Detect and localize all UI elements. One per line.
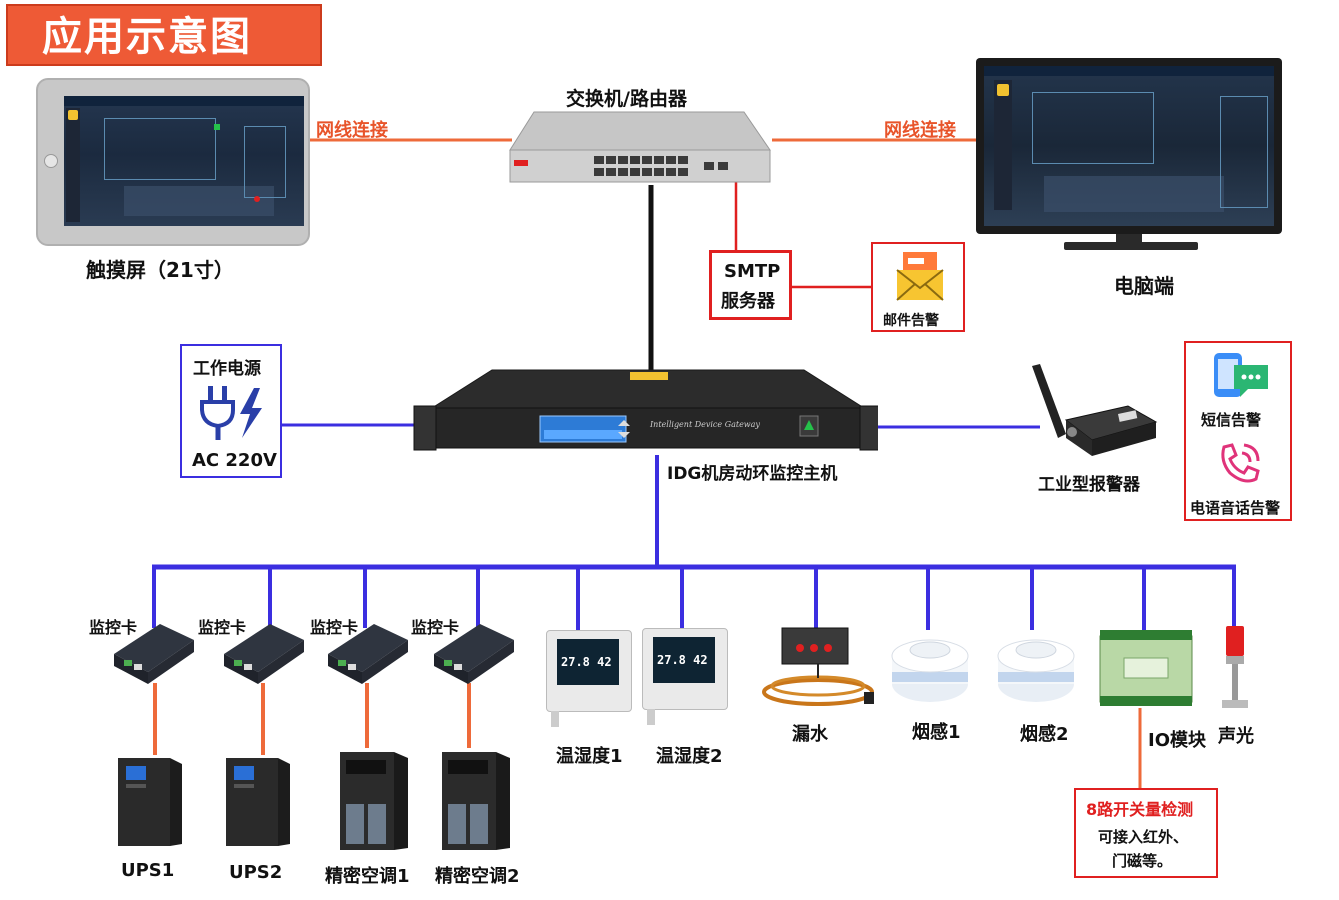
host-label: IDG机房动环监控主机 <box>667 464 838 484</box>
th1-screen: 27.8 42 <box>557 639 619 685</box>
sms-icon <box>1214 353 1268 397</box>
page-title: 应用示意图 <box>6 4 322 66</box>
th1-reading: 27.8 42 <box>561 655 612 669</box>
io-note-line1: 可接入红外、 <box>1098 828 1189 846</box>
monitor-card-4 <box>434 624 514 684</box>
tablet-label: 触摸屏（21寸） <box>86 258 234 282</box>
pc-monitor <box>976 58 1282 234</box>
leak-label: 漏水 <box>792 724 828 745</box>
water-leak-sensor <box>762 627 874 706</box>
power-source-box: 工作电源 AC 220V <box>180 344 282 478</box>
io-note-line2: 门磁等。 <box>1112 852 1173 870</box>
precision-ac-2 <box>442 752 510 850</box>
power-voltage: AC 220V <box>192 450 277 471</box>
smoke-sensor-2 <box>997 639 1075 702</box>
smtp-line2: 服务器 <box>721 291 775 312</box>
mail-alert-box: 邮件告警 <box>871 242 965 332</box>
smtp-server-box: SMTP 服务器 <box>709 250 792 320</box>
th1-label: 温湿度1 <box>556 746 623 767</box>
sound-light-alarm <box>1222 626 1248 708</box>
temp-humidity-sensor-2: 27.8 42 <box>642 628 728 725</box>
right-link-label: 网线连接 <box>884 120 956 141</box>
left-link-label: 网线连接 <box>316 120 388 141</box>
card1-label: 监控卡 <box>89 618 138 637</box>
voice-call-icon <box>1221 443 1260 483</box>
smoke-sensor-1 <box>891 639 969 702</box>
pc-stand <box>1116 234 1142 244</box>
io-note-box: 8路开关量检测 可接入红外、 门磁等。 <box>1074 788 1218 878</box>
th2-screen: 27.8 42 <box>653 637 715 683</box>
voice-label: 电语音话告警 <box>1190 499 1281 517</box>
light-label: 声光 <box>1218 726 1254 747</box>
pc-label: 电脑端 <box>1114 274 1174 298</box>
io-module <box>1099 630 1193 706</box>
industrial-alarm-device <box>1032 364 1158 456</box>
monitor-card-1 <box>114 624 194 684</box>
alarm-label: 工业型报警器 <box>1038 475 1140 495</box>
card3-label: 监控卡 <box>310 618 359 637</box>
card2-label: 监控卡 <box>198 618 247 637</box>
ac2-label: 精密空调2 <box>435 866 520 887</box>
ups-2 <box>226 758 290 846</box>
smtp-line1: SMTP <box>724 261 781 282</box>
temp-humidity-sensor-1: 27.8 42 <box>546 630 632 727</box>
monitor-card-3 <box>328 624 408 684</box>
host-brand-text: Intelligent Device Gateway <box>650 420 760 429</box>
mail-icon <box>896 252 944 301</box>
smoke1-label: 烟感1 <box>912 722 961 743</box>
monitor-card-2 <box>224 624 304 684</box>
ups2-label: UPS2 <box>229 862 283 883</box>
sms-voice-alert-box: 短信告警 电语音话告警 <box>1184 341 1292 521</box>
precision-ac-1 <box>340 752 408 850</box>
th2-label: 温湿度2 <box>656 746 723 767</box>
ups1-label: UPS1 <box>121 860 175 881</box>
sms-label: 短信告警 <box>1201 411 1262 429</box>
switch-router-device <box>509 111 771 183</box>
pc-screen <box>984 66 1274 226</box>
io-note-head: 8路开关量检测 <box>1086 800 1194 819</box>
idg-host-device <box>413 369 878 451</box>
power-plug-icon <box>200 386 262 440</box>
switch-label: 交换机/路由器 <box>566 88 687 110</box>
card4-label: 监控卡 <box>411 618 460 637</box>
ac1-label: 精密空调1 <box>325 866 410 887</box>
power-title: 工作电源 <box>193 359 261 379</box>
ups-1 <box>118 758 182 846</box>
smoke2-label: 烟感2 <box>1020 724 1069 745</box>
tablet-home-button <box>44 154 58 168</box>
mail-alert-label: 邮件告警 <box>883 313 939 329</box>
tablet-device <box>36 78 310 246</box>
io-label: IO模块 <box>1148 730 1206 751</box>
th2-reading: 27.8 42 <box>657 653 708 667</box>
pc-stand-base <box>1064 242 1198 250</box>
tablet-screen <box>64 96 304 226</box>
